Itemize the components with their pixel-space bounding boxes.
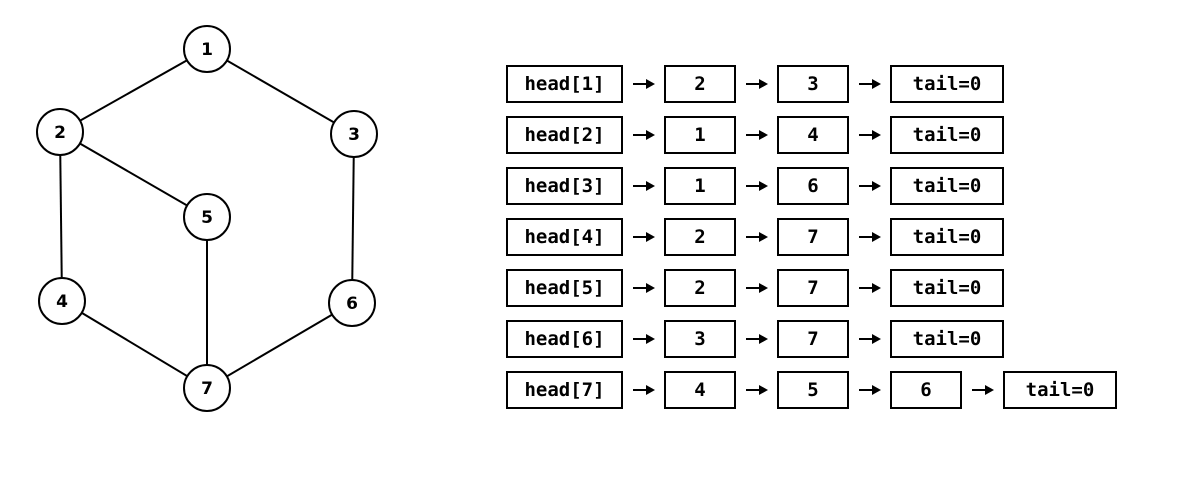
list-row: head[7] 4 5 6 tail=0 [506,371,1156,409]
graph-edge-6-7 [206,302,353,389]
graph-diagram: 1 2 3 4 5 6 7 [36,25,378,412]
graph-node-circle [328,279,376,327]
node-cell: 3 [664,320,736,358]
list-row: head[3] 1 6 tail=0 [506,167,1156,205]
tail-cell: tail=0 [890,218,1004,256]
graph-node-circle [38,277,86,325]
head-cell: head[2] [506,116,623,154]
node-cell: 7 [777,218,849,256]
link-arrow-icon [858,371,882,409]
graph-node-label: 6 [346,294,358,314]
node-cell: 2 [664,269,736,307]
graph-node-label: 5 [201,208,213,228]
head-cell: head[6] [506,320,623,358]
graph-edge-1-2 [59,48,208,133]
link-arrow-icon [858,269,882,307]
graph-node-3: 3 [330,110,378,158]
graph-node-5: 5 [183,193,231,241]
link-arrow-icon [745,218,769,256]
list-row: head[1] 2 3 tail=0 [506,65,1156,103]
head-cell: head[5] [506,269,623,307]
link-arrow-icon [632,218,656,256]
graph-node-circle [183,364,231,412]
node-cell: 1 [664,116,736,154]
tail-cell: tail=0 [890,65,1004,103]
graph-node-6: 6 [328,279,376,327]
node-cell: 2 [664,65,736,103]
head-cell: head[4] [506,218,623,256]
link-arrow-icon [632,320,656,358]
graph-node-circle [183,193,231,241]
node-cell: 3 [777,65,849,103]
link-arrow-icon [632,116,656,154]
link-arrow-icon [632,167,656,205]
head-cell: head[3] [506,167,623,205]
link-arrow-icon [745,65,769,103]
graph-edge-2-4 [59,131,63,302]
graph-node-2: 2 [36,108,84,156]
graph-node-7: 7 [183,364,231,412]
link-arrow-icon [745,320,769,358]
graph-edge-2-5 [59,131,208,218]
node-cell: 6 [890,371,962,409]
node-cell: 4 [664,371,736,409]
link-arrow-icon [745,269,769,307]
graph-edge-3-6 [351,133,355,304]
graph-node-label: 3 [348,125,360,145]
link-arrow-icon [745,167,769,205]
tail-cell: tail=0 [890,116,1004,154]
link-arrow-icon [858,320,882,358]
list-row: head[6] 3 7 tail=0 [506,320,1156,358]
graph-edge-4-7 [61,300,208,389]
node-cell: 7 [777,269,849,307]
tail-cell: tail=0 [890,167,1004,205]
list-row: head[2] 1 4 tail=0 [506,116,1156,154]
node-cell: 6 [777,167,849,205]
head-cell: head[1] [506,65,623,103]
graph-node-4: 4 [38,277,86,325]
graph-node-1: 1 [183,25,231,73]
node-cell: 2 [664,218,736,256]
graph-node-label: 1 [201,40,213,60]
link-arrow-icon [632,65,656,103]
graph-node-circle [330,110,378,158]
link-arrow-icon [745,371,769,409]
link-arrow-icon [858,116,882,154]
graph-node-label: 2 [54,123,66,143]
node-cell: 1 [664,167,736,205]
tail-cell: tail=0 [890,269,1004,307]
node-cell: 4 [777,116,849,154]
node-cell: 7 [777,320,849,358]
link-arrow-icon [971,371,995,409]
tail-cell: tail=0 [890,320,1004,358]
link-arrow-icon [632,269,656,307]
graph-edge-1-3 [206,48,355,135]
list-row: head[4] 2 7 tail=0 [506,218,1156,256]
link-arrow-icon [745,116,769,154]
link-arrow-icon [858,218,882,256]
list-row: head[5] 2 7 tail=0 [506,269,1156,307]
graph-node-circle [36,108,84,156]
graph-node-circle [183,25,231,73]
link-arrow-icon [632,371,656,409]
head-cell: head[7] [506,371,623,409]
link-arrow-icon [858,65,882,103]
graph-node-label: 4 [56,292,68,312]
graph-node-label: 7 [201,379,213,399]
node-cell: 5 [777,371,849,409]
tail-cell: tail=0 [1003,371,1117,409]
link-arrow-icon [858,167,882,205]
